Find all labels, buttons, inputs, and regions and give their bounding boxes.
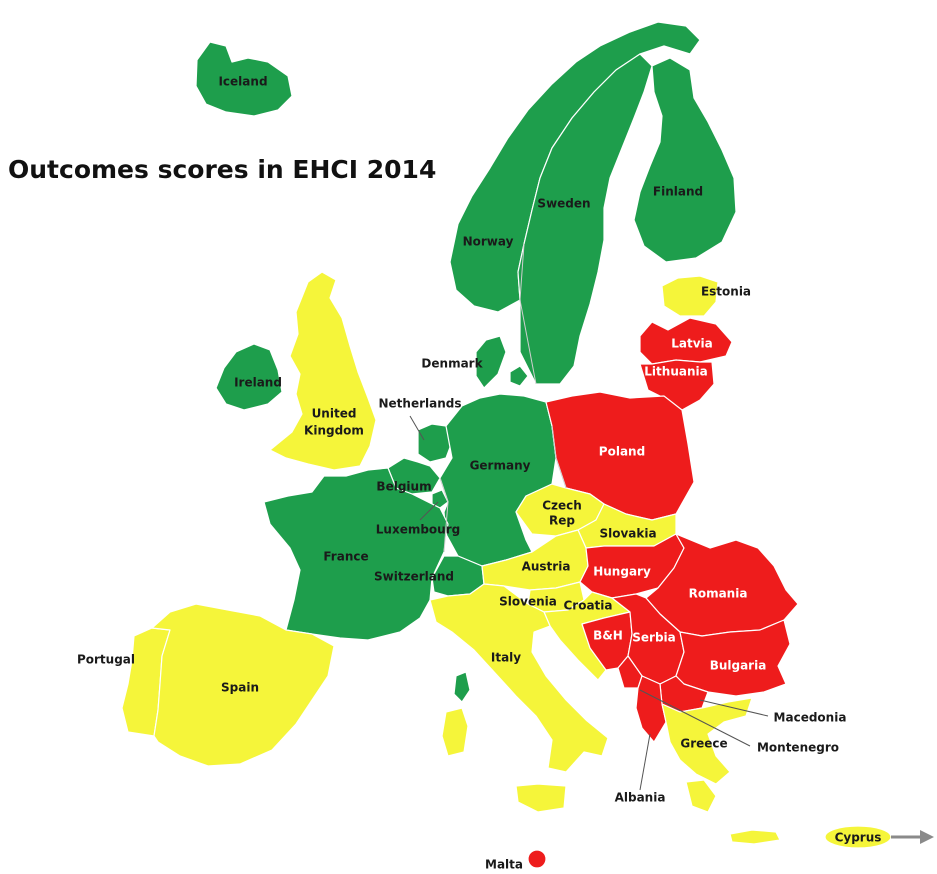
country-italy-sardinia[interactable] bbox=[441, 707, 469, 757]
label-malta: Malta bbox=[485, 858, 523, 872]
label-austria: Austria bbox=[522, 560, 571, 574]
label-lithuania: Lithuania bbox=[644, 365, 707, 379]
label-spain: Spain bbox=[221, 681, 259, 695]
country-iceland[interactable] bbox=[195, 41, 293, 117]
label-montenegro: Montenegro bbox=[757, 741, 839, 755]
label-belgium: Belgium bbox=[376, 480, 431, 494]
label-croatia: Croatia bbox=[563, 599, 612, 613]
label-slovenia: Slovenia bbox=[499, 595, 557, 609]
label-czech-line2: Rep bbox=[549, 514, 575, 528]
label-ireland: Ireland bbox=[234, 376, 282, 390]
label-latvia: Latvia bbox=[671, 337, 713, 351]
leader-montenegro bbox=[639, 689, 751, 747]
label-uk-line2: Kingdom bbox=[304, 424, 364, 438]
cyprus-arrow bbox=[891, 830, 934, 844]
leader-luxembourg bbox=[419, 501, 439, 521]
cyprus-arrow-head bbox=[920, 830, 934, 844]
country-denmark[interactable] bbox=[475, 335, 507, 389]
label-serbia: Serbia bbox=[632, 631, 676, 645]
label-uk-line1: United bbox=[312, 407, 357, 421]
country-greece[interactable] bbox=[661, 697, 753, 785]
label-iceland: Iceland bbox=[218, 75, 267, 89]
country-greece-south[interactable] bbox=[685, 779, 717, 813]
country-france-corsica[interactable] bbox=[453, 671, 471, 703]
label-poland: Poland bbox=[599, 445, 645, 459]
country-france[interactable] bbox=[263, 467, 449, 641]
leader-netherlands bbox=[409, 415, 425, 441]
country-netherlands[interactable] bbox=[417, 423, 453, 463]
label-greece: Greece bbox=[680, 737, 727, 751]
label-slovakia: Slovakia bbox=[599, 527, 656, 541]
label-germany: Germany bbox=[470, 459, 531, 473]
label-sweden: Sweden bbox=[537, 197, 590, 211]
map-title: Outcomes scores in EHCI 2014 bbox=[8, 155, 436, 184]
country-italy[interactable] bbox=[429, 583, 609, 773]
label-france: France bbox=[323, 550, 368, 564]
country-denmark-isle[interactable] bbox=[509, 365, 529, 387]
label-bulgaria: Bulgaria bbox=[710, 659, 767, 673]
country-estonia[interactable] bbox=[661, 275, 719, 317]
label-albania: Albania bbox=[615, 791, 666, 805]
country-germany[interactable] bbox=[439, 393, 557, 567]
country-finland[interactable] bbox=[633, 57, 737, 263]
label-bh: B&H bbox=[593, 629, 623, 643]
label-denmark: Denmark bbox=[421, 357, 483, 371]
label-finland: Finland bbox=[653, 185, 703, 199]
country-spain[interactable] bbox=[151, 603, 335, 767]
labels-layer: Iceland Norway Sweden Finland Estonia La… bbox=[77, 75, 881, 872]
country-ireland[interactable] bbox=[215, 343, 283, 411]
label-macedonia: Macedonia bbox=[774, 711, 847, 725]
leader-macedonia bbox=[699, 699, 769, 717]
label-luxembourg: Luxembourg bbox=[376, 523, 460, 537]
label-romania: Romania bbox=[689, 587, 748, 601]
label-czech-line1: Czech bbox=[542, 499, 582, 513]
country-latvia[interactable] bbox=[639, 317, 733, 365]
inner-borders bbox=[439, 243, 567, 553]
country-malta[interactable] bbox=[527, 849, 547, 869]
label-hungary: Hungary bbox=[593, 565, 651, 579]
label-switzerland: Switzerland bbox=[374, 570, 454, 584]
label-portugal: Portugal bbox=[77, 653, 135, 667]
country-lithuania[interactable] bbox=[639, 359, 715, 411]
countries-layer bbox=[121, 21, 892, 869]
country-uk[interactable] bbox=[269, 271, 377, 471]
country-italy-sicily[interactable] bbox=[515, 783, 567, 813]
label-norway: Norway bbox=[463, 235, 514, 249]
label-estonia: Estonia bbox=[701, 285, 751, 299]
label-cyprus: Cyprus bbox=[835, 831, 882, 845]
country-greece-crete[interactable] bbox=[729, 829, 781, 845]
label-netherlands: Netherlands bbox=[378, 397, 461, 411]
label-italy: Italy bbox=[491, 651, 521, 665]
leader-lines bbox=[409, 415, 769, 791]
leader-albania bbox=[639, 733, 651, 791]
